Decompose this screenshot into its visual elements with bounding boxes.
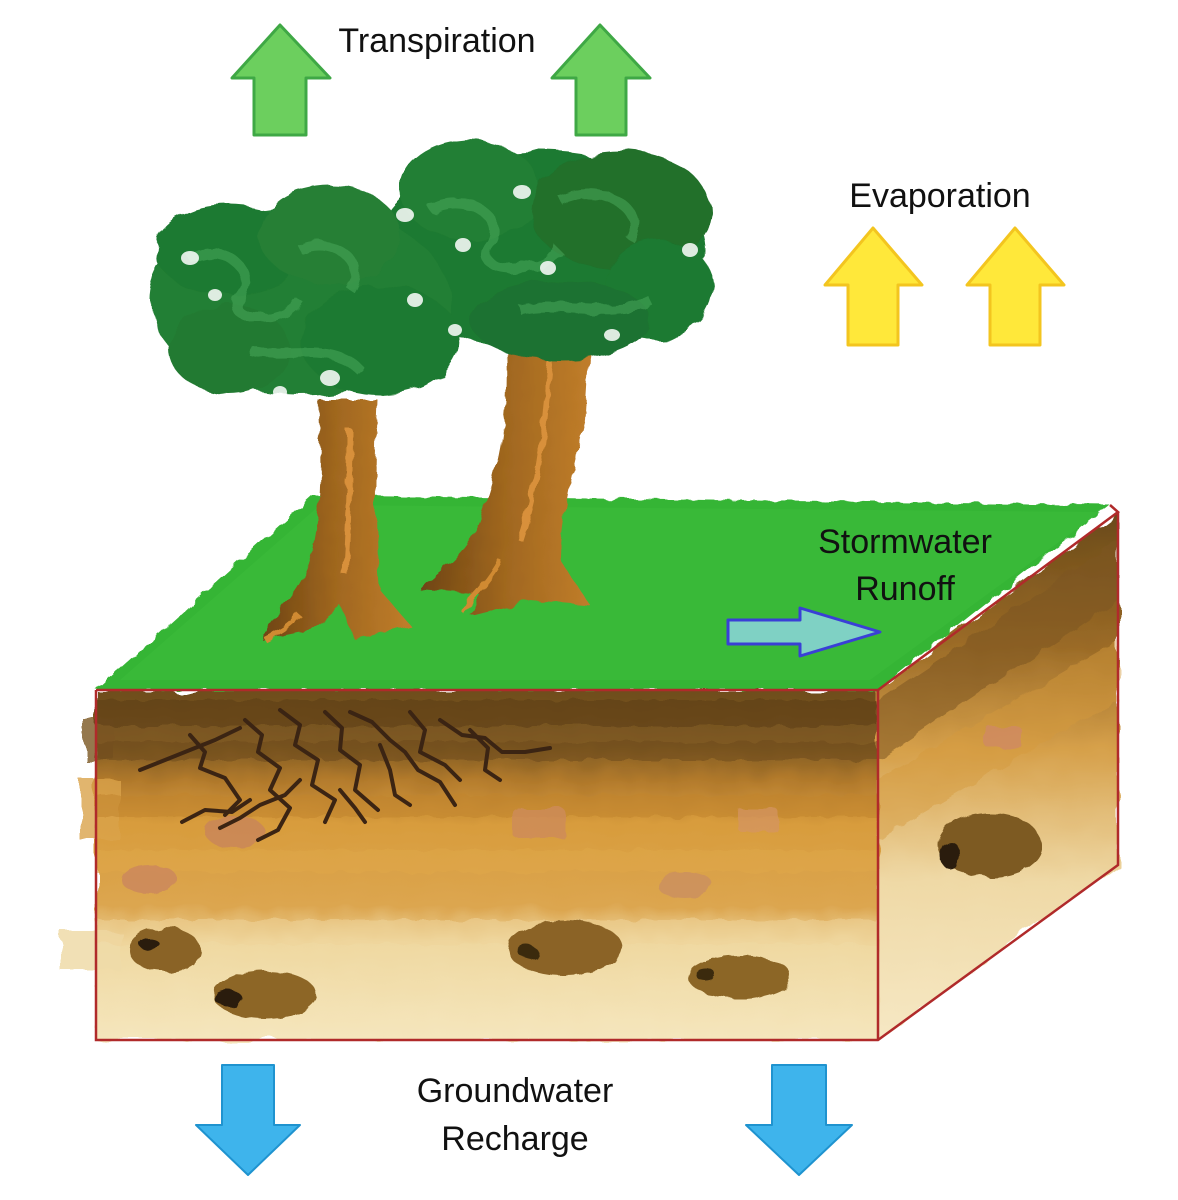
trees [150, 140, 715, 643]
tree-trunk-right [420, 330, 590, 615]
soil-block [60, 495, 1120, 1042]
runoff-arrow [726, 606, 882, 658]
transpiration-label: Transpiration [338, 22, 535, 60]
recharge-arrow-right [745, 1064, 853, 1176]
evaporation-arrow-left [823, 226, 924, 347]
evaporation-label: Evaporation [849, 177, 1030, 215]
recharge-arrows [195, 1064, 853, 1176]
transpiration-arrow-left [230, 23, 332, 137]
recharge-arrow-left [195, 1064, 301, 1176]
soil-pebbles [122, 726, 1021, 898]
block-outline [94, 504, 1120, 1042]
tree-trunk-left [262, 400, 410, 643]
evaporation-arrow-right [965, 226, 1066, 347]
stormwater-label-line2: Runoff [855, 570, 955, 608]
soil-rocks [129, 813, 1042, 1019]
evaporation-arrows [823, 226, 1066, 347]
tree-roots [138, 708, 552, 842]
transpiration-arrow-right [550, 23, 652, 137]
groundwater-label-line1: Groundwater [417, 1072, 614, 1110]
stormwater-label-line1: Stormwater [818, 523, 992, 561]
transpiration-arrows [230, 23, 652, 137]
groundwater-label-line2: Recharge [441, 1120, 588, 1158]
